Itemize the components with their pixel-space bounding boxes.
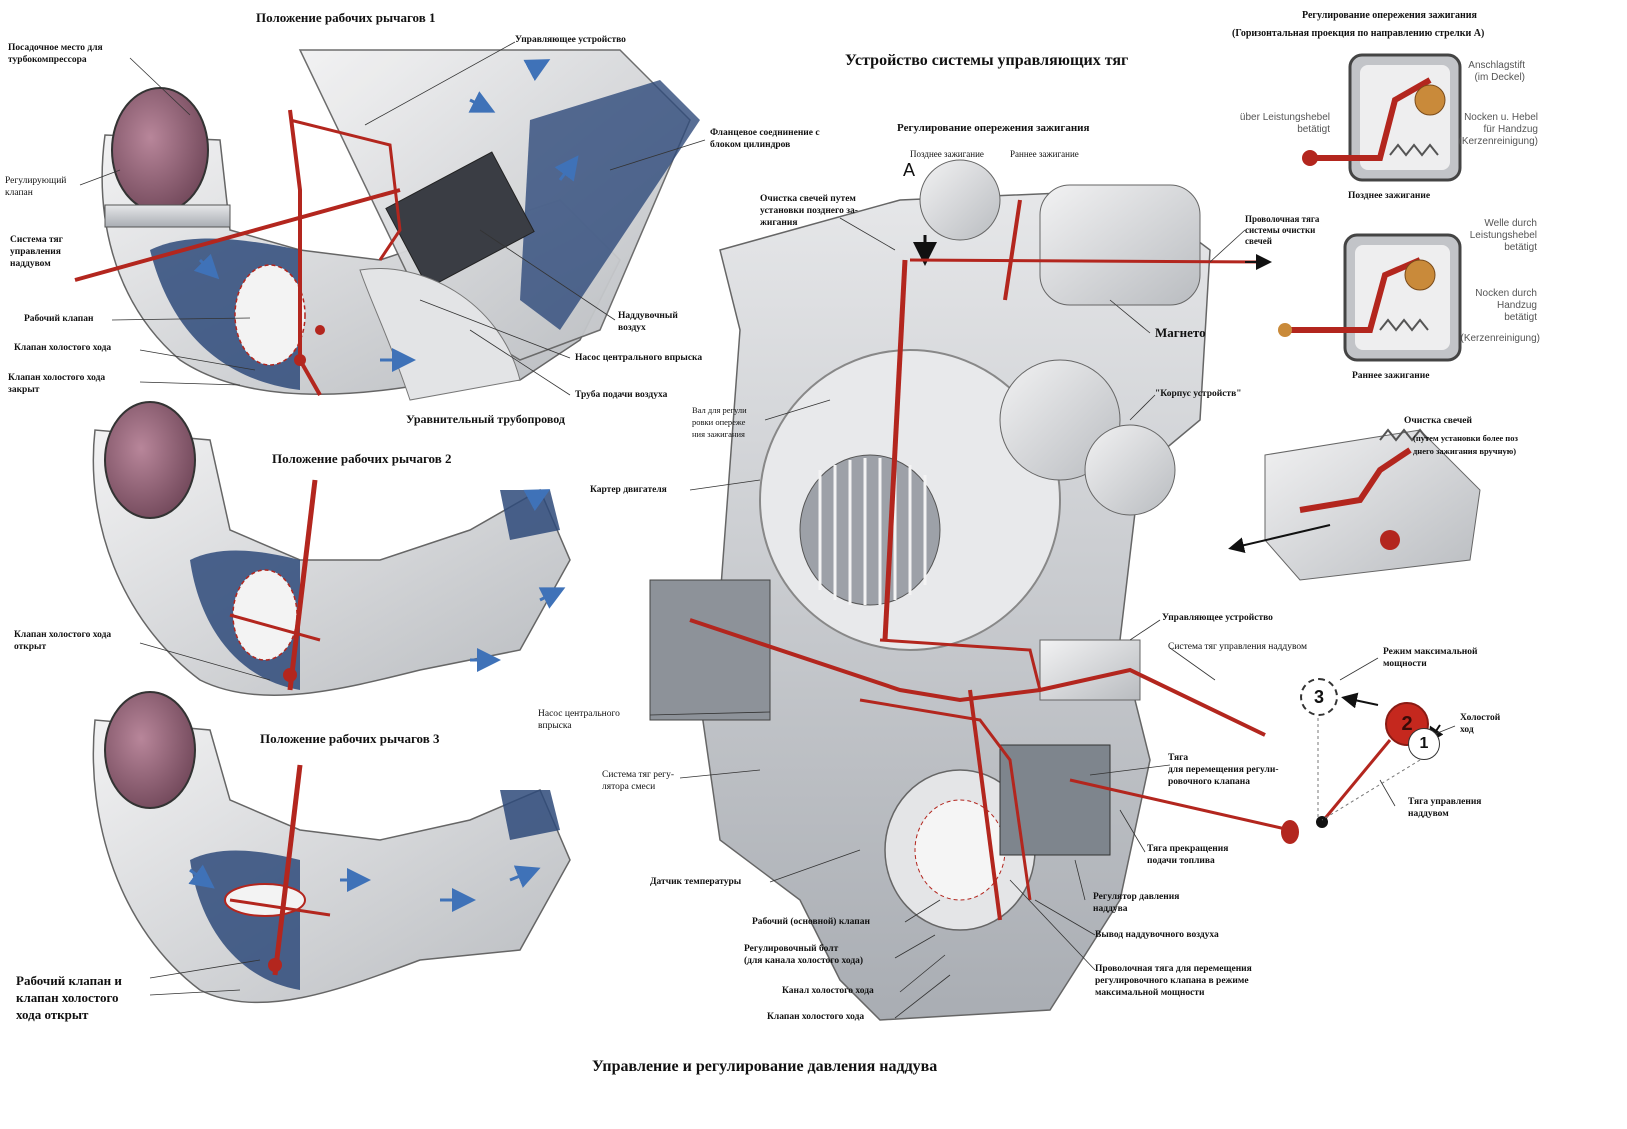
label-balance-pipe: Уравнительный трубопровод — [406, 412, 565, 426]
label-max-power: Режим максимальной мощности — [1383, 647, 1478, 669]
label-leistungshebel: über Leistungshebel betätigt — [1239, 112, 1330, 135]
main-title: Устройство системы управляющих тяг — [845, 52, 1129, 69]
label-magneto: Магнето — [1155, 325, 1206, 340]
position-3-title: Положение рабочих рычагов 3 — [260, 731, 440, 746]
label-rod-move: Тяга для перемещения регули- ровочного к… — [1168, 753, 1279, 787]
label-flange: Фланцевое соеднинение с блоком цилиндров — [710, 128, 820, 150]
label-wire-clean: Проволочная тяга системы очистки свечей — [1245, 214, 1320, 246]
label-linkage-system-left: Система тяг управления наддувом — [10, 235, 63, 269]
label-main-valve: Рабочий (основной) клапан — [752, 917, 870, 927]
label-air-pipe: Труба подачи воздуха — [575, 390, 668, 400]
label-idle-mode: Холостой ход — [1460, 713, 1501, 735]
label-arrow-a: A — [903, 160, 916, 180]
label-temp-sensor: Датчик температуры — [650, 877, 742, 887]
label-idle-channel: Канал холостого хода — [782, 986, 874, 996]
label-idle-closed: Клапан холостого хода закрыт — [8, 373, 106, 395]
label-plug-clean-right: Очистка свечей — [1404, 416, 1472, 426]
label-plug-clean-sub: (путем установки более поз днего зажиган… — [1413, 433, 1518, 456]
label-late-ignition: Позднее зажигание — [910, 149, 984, 159]
label-fuel-cut: Тяга прекращения подачи топлива — [1147, 844, 1229, 866]
label-nocken-handzug: Nocken durch Handzug betätigt — [1475, 288, 1537, 323]
label-wire-max: Проволочная тяга для перемещения регулир… — [1095, 964, 1252, 998]
bottom-title: Управление и регулирование давления надд… — [592, 1058, 938, 1075]
label-work-valve: Рабочий клапан — [24, 314, 94, 324]
label-plug-clean-late: Очистка свечей путем установки позднего … — [760, 194, 858, 228]
label-injection-pump-left: Насос центрального впрыска — [575, 353, 703, 363]
label-mixture-linkage: Система тяг регу- лятора смеси — [602, 770, 674, 792]
label-housing: "Корпус устройств" — [1155, 389, 1242, 399]
label-crankcase: Картер двигателя — [590, 485, 667, 495]
plug-cleaning-detail — [1228, 428, 1481, 581]
label-idle-open: Клапан холостого хода открыт — [14, 630, 112, 652]
label-idle-valve-left: Клапан холостого хода — [14, 343, 112, 353]
ignition-center-title: Регулирование опережения зажигания — [897, 122, 1090, 134]
ignition-right-title: Регулирование опережения зажигания — [1302, 10, 1477, 21]
label-injection-pump-center: Насос центрального впрыска — [538, 709, 620, 731]
label-nocken-hebel: Nocken u. Hebel für Handzug (Kerzenreini… — [1458, 112, 1539, 147]
ignition-right-subtitle: (Горизонтальная проекция по направлению … — [1232, 28, 1485, 39]
label-regulating-valve: Регулирующий клапан — [5, 176, 67, 198]
label-both-open: Рабочий клапан и клапан холостого хода о… — [16, 973, 122, 1022]
label-control-device-center: Управляющее устройство — [1162, 613, 1273, 623]
label-anschlagstift: Anschlagstift (im Deckel) — [1468, 60, 1525, 83]
label-kerzenreinigung: (Kerzenreinigung) — [1460, 333, 1541, 344]
label-control-device-left: Управляющее устройство — [515, 35, 626, 45]
label-boost-air: Наддувочный воздух — [618, 311, 678, 333]
label-boost-linkage: Система тяг управления наддувом — [1168, 642, 1307, 652]
ignition-detail-late — [1302, 53, 1462, 182]
label-welle: Welle durch Leistungshebel betätigt — [1469, 218, 1537, 253]
position-2-title: Положение рабочих рычагов 2 — [272, 451, 452, 466]
engine-center — [649, 159, 1299, 1021]
assembly-position-2 — [92, 401, 571, 697]
label-boost-outlet: Вывод наддувочного воздуха — [1095, 930, 1219, 940]
label-turbo-seat: Посадочное место для турбокомпрессора — [8, 43, 103, 65]
position-marker-1: 1 — [1408, 728, 1440, 760]
label-adjust-shaft: Вал для регули ровки опереже ния зажиган… — [692, 405, 747, 439]
label-boost-rod: Тяга управления наддувом — [1408, 797, 1482, 819]
assembly-position-1 — [74, 49, 700, 401]
label-early-ignition: Раннее зажигание — [1010, 149, 1079, 159]
position-1-title: Положение рабочих рычагов 1 — [256, 10, 436, 25]
label-early-ignition-right: Раннее зажигание — [1352, 371, 1430, 381]
label-late-ignition-right: Позднее зажигание — [1348, 191, 1431, 201]
assembly-position-3 — [92, 691, 571, 1004]
label-idle-valve-center: Клапан холостого хода — [767, 1012, 865, 1022]
ignition-detail-early — [1278, 233, 1462, 362]
position-marker-3: 3 — [1300, 678, 1338, 716]
label-pressure-regulator: Регулятор давления наддува — [1093, 892, 1180, 914]
label-adj-bolt: Регулировочный болт (для канала холостог… — [744, 944, 864, 966]
